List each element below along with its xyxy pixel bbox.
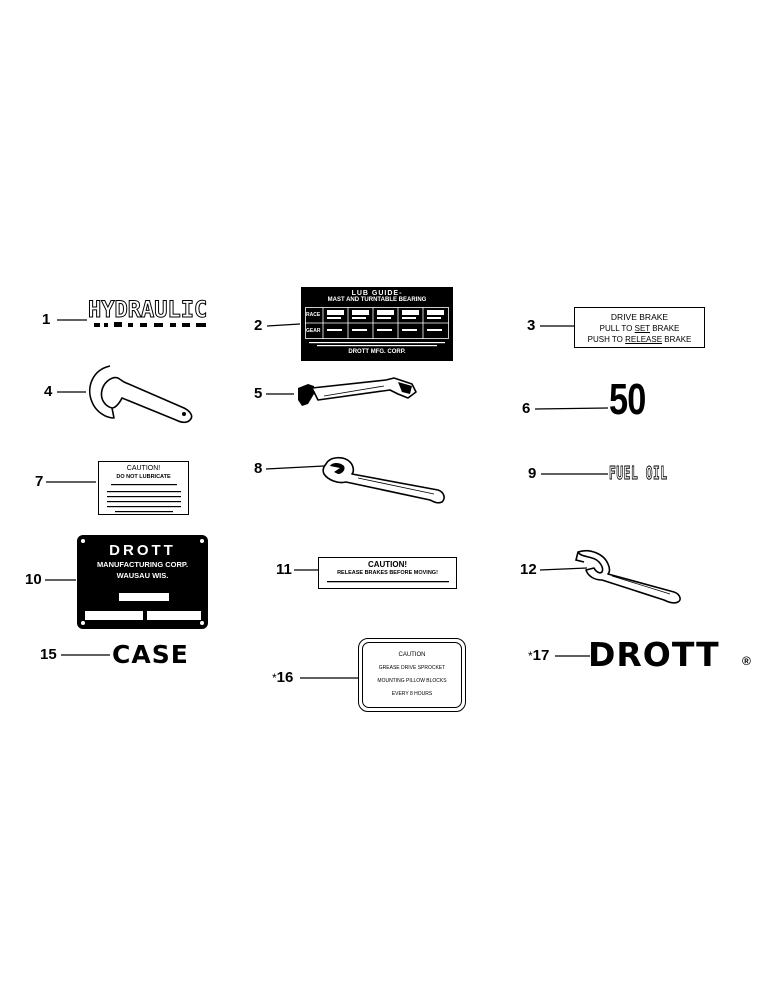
drive-brake-line3: PUSH TO RELEASE BRAKE [575,334,704,345]
caution-lubricate-title: CAUTION! [126,465,161,472]
callout-1: 1 [42,311,51,328]
lube-guide-row-race: RACE [306,312,321,318]
decal-caution-brakes: CAUTION! RELEASE BRAKES BEFORE MOVING! [318,557,457,589]
decal-fuel-oil: FUEL OIL [609,462,679,486]
hydraulic-oil-subtext-marks [94,322,206,327]
decal-caution-lubricate: CAUTION! DO NOT LUBRICATE [98,461,189,515]
decal-case: CASE [112,640,189,669]
caution-grease-title: CAUTION [398,652,426,658]
leader-6 [534,407,609,410]
drott-plate-model-field [119,593,169,601]
caution-brakes-subtitle: RELEASE BRAKES BEFORE MOVING! [337,570,438,576]
decal-drott-logo: DROTT [588,635,720,674]
drive-brake-line3-post: BRAKE [662,335,692,344]
caution-brakes-fineprint [327,581,449,583]
drott-plate-capacity-field [147,611,201,620]
leader-8 [265,465,325,470]
drott-plate-company: MANUFACTURING CORP. [96,560,189,569]
asterisk-16: * [272,671,277,685]
lube-guide-row-gear: GEAR [306,328,321,334]
callout-7: 7 [35,473,44,490]
caution-grease-line3: EVERY 8 HOURS [391,691,433,697]
decal-drott-plate: DROTT MANUFACTURING CORP. WAUSAU WIS. [77,535,208,629]
lube-guide-fineprint [309,342,445,347]
callout-3: 3 [527,317,536,334]
decal-lube-guide: LUB GUIDE- MAST AND TURNTABLE BEARING [301,287,453,361]
drive-brake-line2-pre: PULL TO [599,324,635,333]
callout-17: *17 [528,648,549,664]
lube-guide-table: RACE GEAR [305,307,449,339]
decal-caution-grease: CAUTION GREASE DRIVE SPROCKET MOUNTING P… [358,638,466,712]
drive-brake-set: SET [634,324,651,333]
drott-plate-rivets [81,539,204,625]
fuel-oil-label: FUEL OIL [609,463,668,485]
drott-plate-serial-field [85,611,143,620]
wrench-8-icon [322,456,445,504]
registered-mark: ® [742,654,751,668]
caution-lubricate-fineprint [107,484,181,513]
drive-brake-title: DRIVE BRAKE [610,312,669,322]
callout-16-number: 16 [276,669,294,686]
decal-drive-brake: DRIVE BRAKE PULL TO SET BRAKE PUSH TO RE… [574,307,705,348]
callout-10: 10 [25,571,42,588]
lube-guide-subtitle: MAST AND TURNTABLE BEARING [327,297,427,303]
callout-11: 11 [276,561,292,578]
leader-2 [266,323,301,327]
wrench-5-icon [298,377,417,406]
hook-spanner-12-icon [575,549,681,604]
callout-16: *16 [272,670,293,686]
decal-number-50: 50 [609,378,656,422]
drive-brake-line2-post: BRAKE [650,324,680,333]
callout-17-number: 17 [532,647,550,664]
caution-grease-line2: MOUNTING PILLOW BLOCKS [377,678,447,684]
caution-brakes-title: CAUTION! [367,560,408,569]
number-50-text: 50 [609,375,646,424]
callout-9: 9 [528,465,537,482]
callout-8: 8 [254,460,263,477]
lube-guide-grid [305,307,449,339]
caution-lubricate-subtitle: DO NOT LUBRICATE [116,474,171,480]
caution-grease-inner-border: CAUTION GREASE DRIVE SPROCKET MOUNTING P… [362,642,462,708]
lube-guide-title: LUB GUIDE- [351,290,403,297]
leader-12 [539,567,588,571]
asterisk-17: * [528,649,533,663]
callout-4: 4 [44,383,53,400]
callout-6: 6 [522,400,531,417]
drive-brake-line3-pre: PUSH TO [587,335,626,344]
spanner-wrench-4-icon [88,365,193,424]
fuel-oil-text: FUEL OIL [609,462,679,486]
hydraulic-oil-text: HYDRAULIC OIL [88,298,218,324]
drive-brake-release: RELEASE [625,335,663,344]
drott-plate-city: WAUSAU WIS. [116,571,169,580]
callout-2: 2 [254,317,263,334]
lube-guide-footer: DROTT MFG. CORP. [348,349,406,355]
drive-brake-line2: PULL TO SET BRAKE [575,323,704,334]
callout-12: 12 [520,561,537,578]
caution-grease-line1: GREASE DRIVE SPROCKET [378,665,446,671]
callout-5: 5 [254,385,263,402]
callout-15: 15 [40,646,57,663]
decal-hydraulic-oil: HYDRAULIC OIL [88,298,218,334]
drott-plate-brand: DROTT [109,542,176,559]
